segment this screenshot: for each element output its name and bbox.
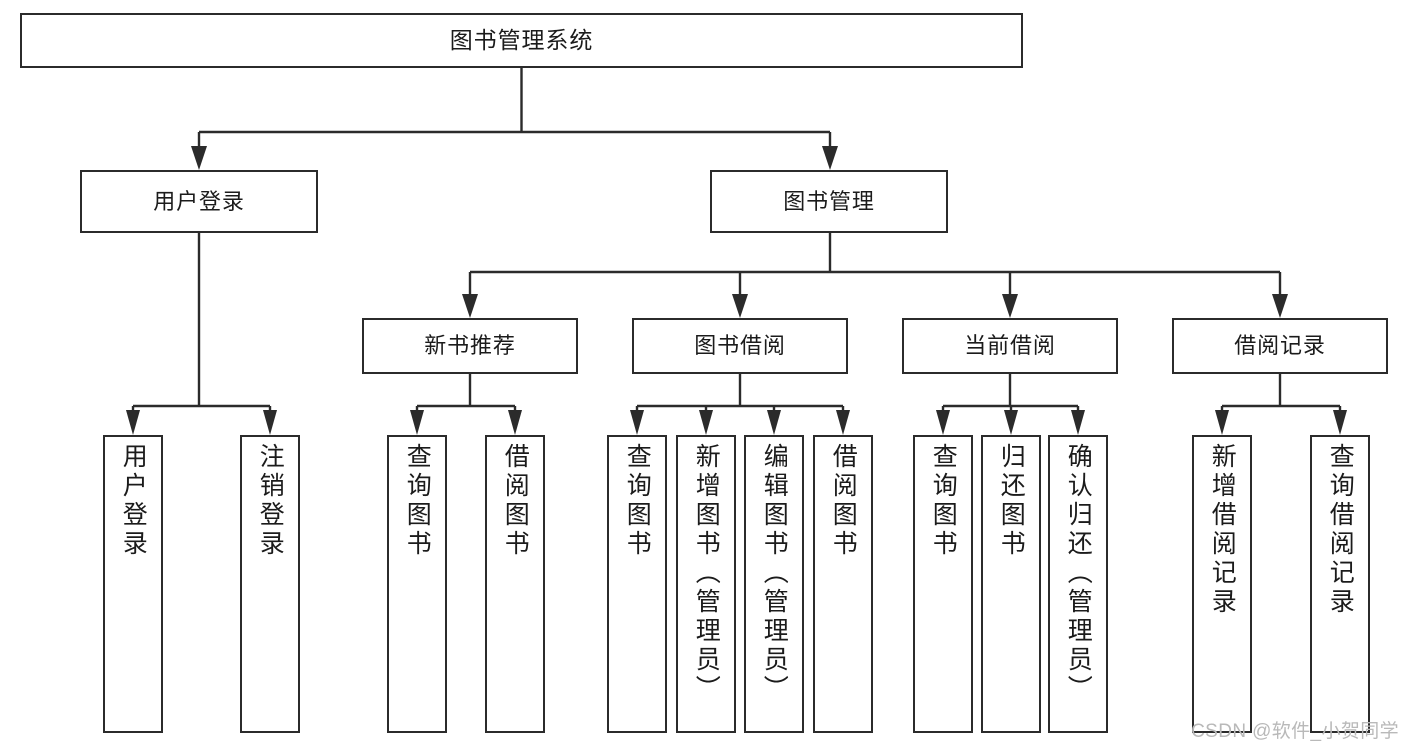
arrow-to-user-login <box>191 146 207 170</box>
leaf-borrow-add-book[interactable]: 新增图书（管理员） <box>676 435 736 733</box>
leaf-record-query-record[interactable]: 查询借阅记录 <box>1310 435 1370 733</box>
leaf-current-query-book[interactable]: 查询图书 <box>913 435 973 733</box>
arrow-leaf-user-login <box>126 410 140 435</box>
node-label: 注销登录 <box>256 443 285 559</box>
arrow-to-book-borrow <box>732 294 748 318</box>
leaf-borrow-lend-book[interactable]: 借阅图书 <box>813 435 873 733</box>
arrow-leaf-rec-query-book <box>410 410 424 435</box>
node-label: 图书借阅 <box>694 333 786 359</box>
arrow-leaf-borrow-lend-book <box>836 410 850 435</box>
arrow-leaf-cur-query-book <box>936 410 950 435</box>
node-label: 查询借阅记录 <box>1326 443 1355 617</box>
node-label: 借阅图书 <box>829 443 858 559</box>
node-book-manage[interactable]: 图书管理 <box>710 170 948 233</box>
node-book-management-system[interactable]: 图书管理系统 <box>20 13 1023 68</box>
node-label: 当前借阅 <box>964 333 1056 359</box>
arrow-to-current-borrow <box>1002 294 1018 318</box>
node-user-login[interactable]: 用户登录 <box>80 170 318 233</box>
arrow-leaf-borrow-edit-book <box>767 410 781 435</box>
leaf-borrow-query-book[interactable]: 查询图书 <box>607 435 667 733</box>
csdn-watermark: CSDN @软件_小贺同学 <box>1191 721 1399 742</box>
node-label: 用户登录 <box>119 443 148 559</box>
node-label: 查询图书 <box>929 443 958 559</box>
node-label: 查询图书 <box>623 443 652 559</box>
node-label: 确认归还（管理员） <box>1064 443 1093 704</box>
arrow-leaf-user-logout <box>263 410 277 435</box>
leaf-user-login[interactable]: 用户登录 <box>103 435 163 733</box>
node-label: 新增借阅记录 <box>1208 443 1237 617</box>
node-label: 用户登录 <box>153 188 245 214</box>
node-label: 借阅图书 <box>501 443 530 559</box>
leaf-user-logout[interactable]: 注销登录 <box>240 435 300 733</box>
arrow-to-book-manage <box>822 146 838 170</box>
leaf-recommend-query-book[interactable]: 查询图书 <box>387 435 447 733</box>
node-current-borrow[interactable]: 当前借阅 <box>902 318 1118 374</box>
node-label: 归还图书 <box>997 443 1026 559</box>
arrow-leaf-borrow-query-book <box>630 410 644 435</box>
node-label: 新增图书（管理员） <box>692 443 721 704</box>
node-label: 编辑图书（管理员） <box>760 443 789 704</box>
node-label: 查询图书 <box>403 443 432 559</box>
arrow-leaf-borrow-add-book <box>699 410 713 435</box>
node-label: 图书管理系统 <box>449 27 594 54</box>
arrow-leaf-rec-query-record <box>1333 410 1347 435</box>
leaf-record-add-record[interactable]: 新增借阅记录 <box>1192 435 1252 733</box>
arrow-leaf-rec-add-record <box>1215 410 1229 435</box>
node-label: 图书管理 <box>783 188 875 214</box>
leaf-recommend-borrow-book[interactable]: 借阅图书 <box>485 435 545 733</box>
leaf-borrow-edit-book[interactable]: 编辑图书（管理员） <box>744 435 804 733</box>
node-borrow-record[interactable]: 借阅记录 <box>1172 318 1388 374</box>
leaf-current-return-book[interactable]: 归还图书 <box>981 435 1041 733</box>
node-new-book-recommend[interactable]: 新书推荐 <box>362 318 578 374</box>
leaf-current-confirm-return[interactable]: 确认归还（管理员） <box>1048 435 1108 733</box>
arrow-to-new-book-rec <box>462 294 478 318</box>
arrow-leaf-cur-confirm-return <box>1071 410 1085 435</box>
arrow-leaf-rec-borrow-book <box>508 410 522 435</box>
node-label: 借阅记录 <box>1234 333 1326 359</box>
arrow-leaf-cur-return-book <box>1004 410 1018 435</box>
node-book-borrow[interactable]: 图书借阅 <box>632 318 848 374</box>
node-label: 新书推荐 <box>424 333 516 359</box>
arrow-to-borrow-record <box>1272 294 1288 318</box>
